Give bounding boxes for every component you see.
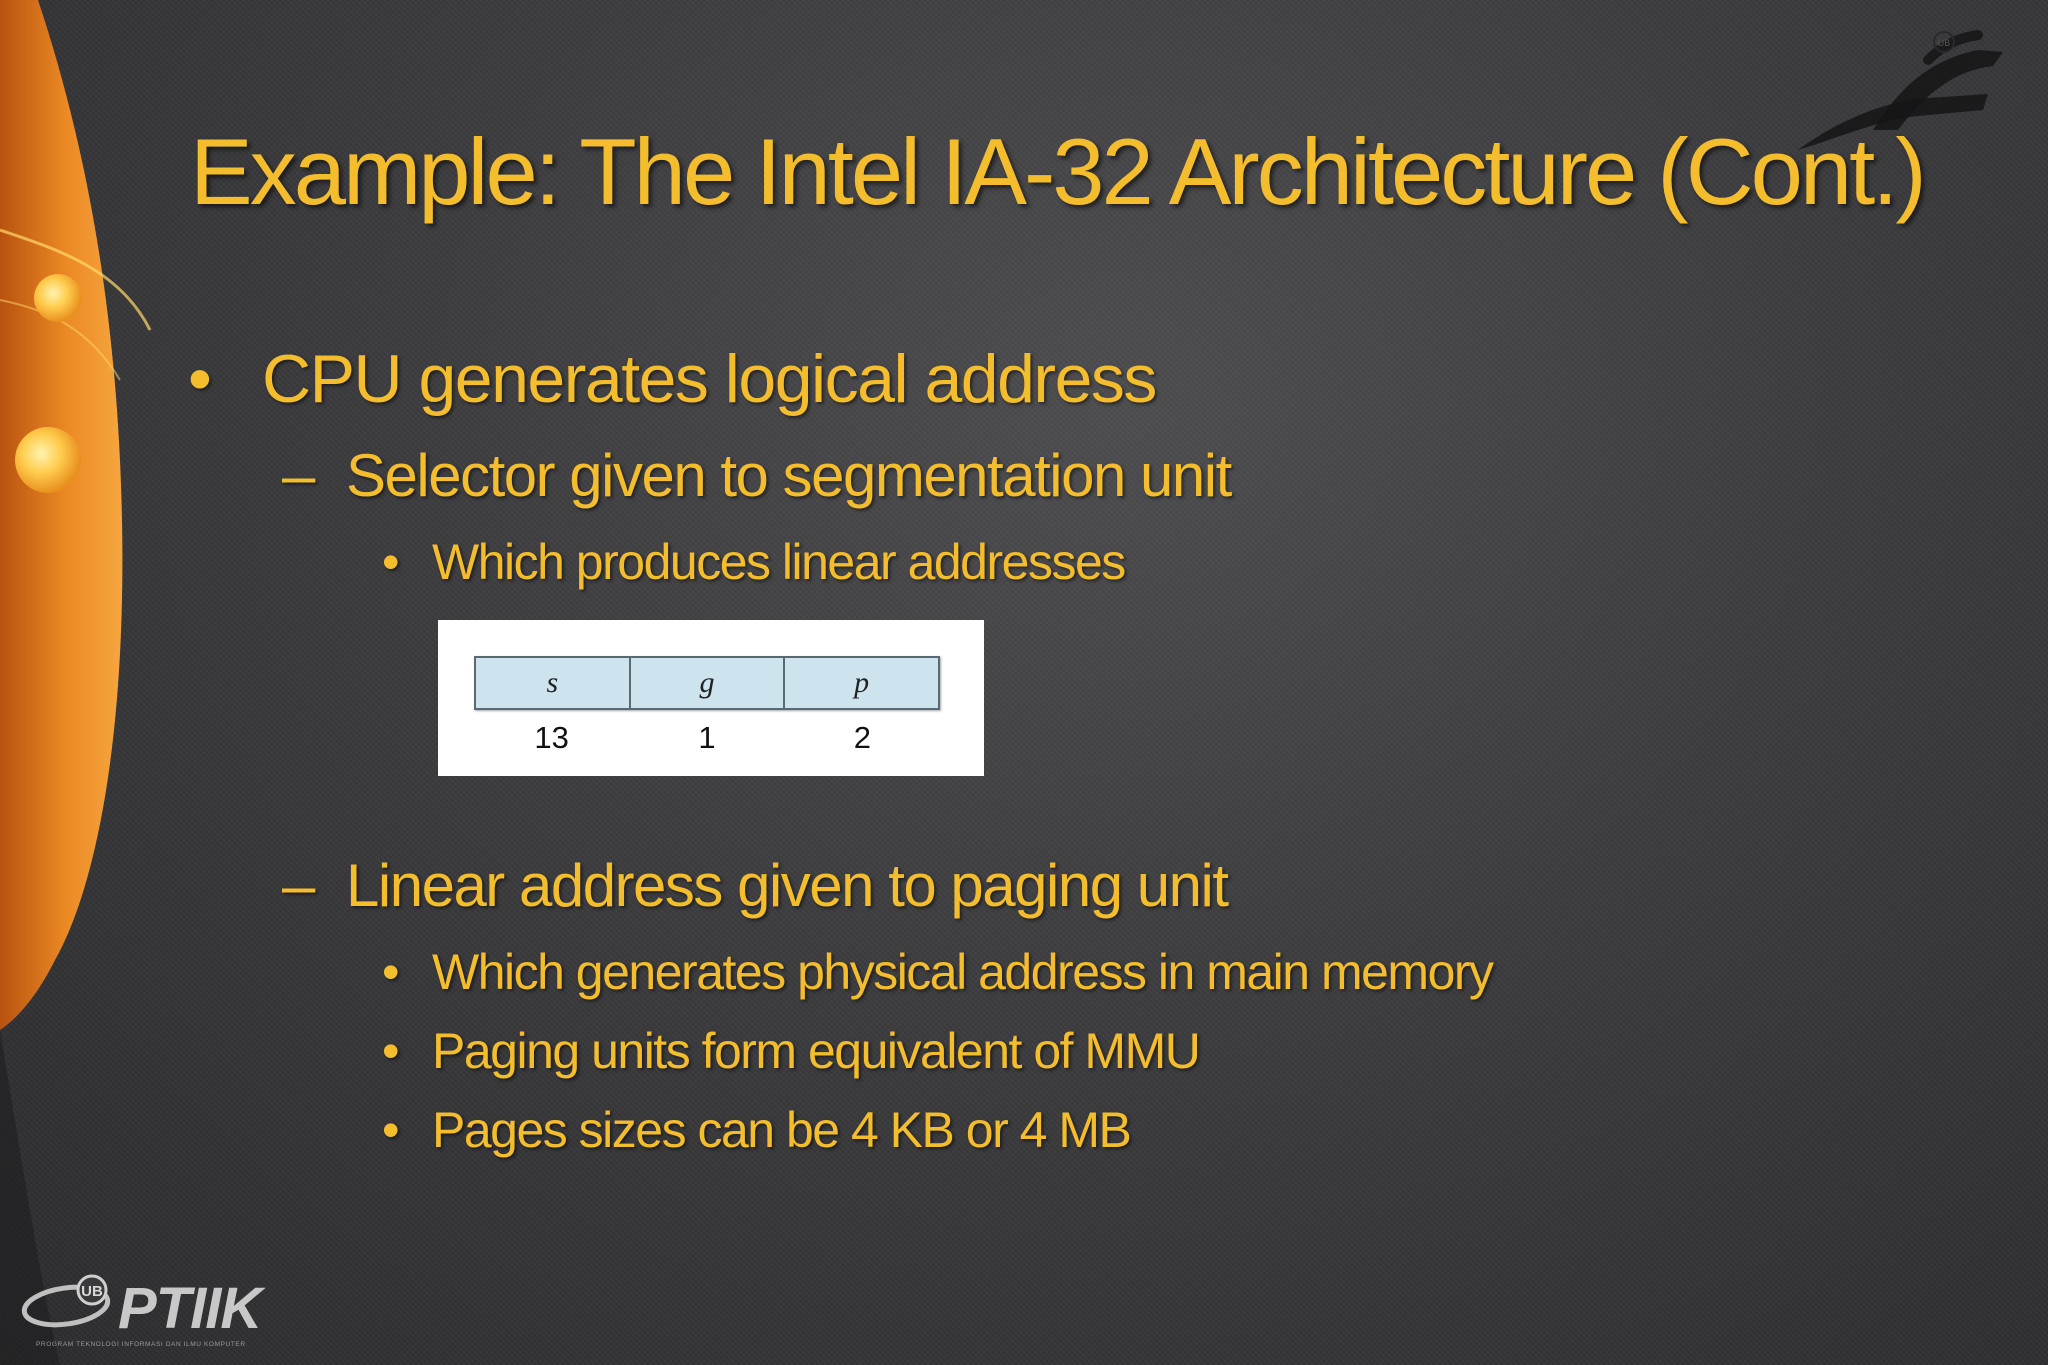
ptiik-logo-badge: UB	[81, 1283, 103, 1300]
ptiik-logo-text: PTIIK	[118, 1276, 266, 1341]
ptiik-logo-subtitle: PROGRAM TEKNOLOGI INFORMASI DAN ILMU KOM…	[36, 1341, 246, 1348]
bullet-linear-addresses: Which produces linear addresses	[432, 534, 1126, 590]
bits-p: 2	[853, 720, 871, 755]
field-g: g	[630, 658, 786, 708]
orange-swoosh-decoration	[0, 0, 152, 1365]
bullet-cpu-logical-address: CPU generates logical address	[262, 341, 1157, 417]
bullet-marker: •	[382, 944, 400, 1000]
bullet-page-sizes: Pages sizes can be 4 KB or 4 MB	[432, 1102, 1132, 1158]
selector-field-row: s g p	[474, 656, 940, 710]
bullet-marker: •	[382, 534, 400, 590]
bits-s: 13	[534, 720, 569, 755]
ptiik-logo: UB PTIIK PROGRAM TEKNOLOGI INFORMASI DAN…	[21, 1274, 267, 1348]
selector-bits-row: 13 1 2	[474, 720, 940, 756]
bullet-linear-paging: Linear address given to paging unit	[346, 852, 1229, 919]
bullet-physical-address: Which generates physical address in main…	[432, 944, 1494, 1000]
bullet-selector-segmentation: Selector given to segmentation unit	[346, 442, 1232, 509]
dash-marker: –	[282, 852, 316, 919]
field-s: s	[476, 658, 631, 708]
slide-title: Example: The Intel IA-32 Architecture (C…	[190, 119, 1927, 224]
bullet-mmu: Paging units form equivalent of MMU	[432, 1023, 1201, 1079]
bullet-marker: •	[188, 341, 212, 417]
corner-emblem-logo: UB	[1798, 30, 2003, 150]
corner-emblem-badge: UB	[1938, 38, 1951, 48]
selector-format-figure: s g p 13 1 2	[438, 620, 984, 776]
field-p: p	[785, 658, 939, 708]
bullet-marker: •	[382, 1023, 400, 1079]
bullet-marker: •	[382, 1102, 400, 1158]
bits-g: 1	[698, 720, 716, 755]
dash-marker: –	[282, 442, 316, 509]
